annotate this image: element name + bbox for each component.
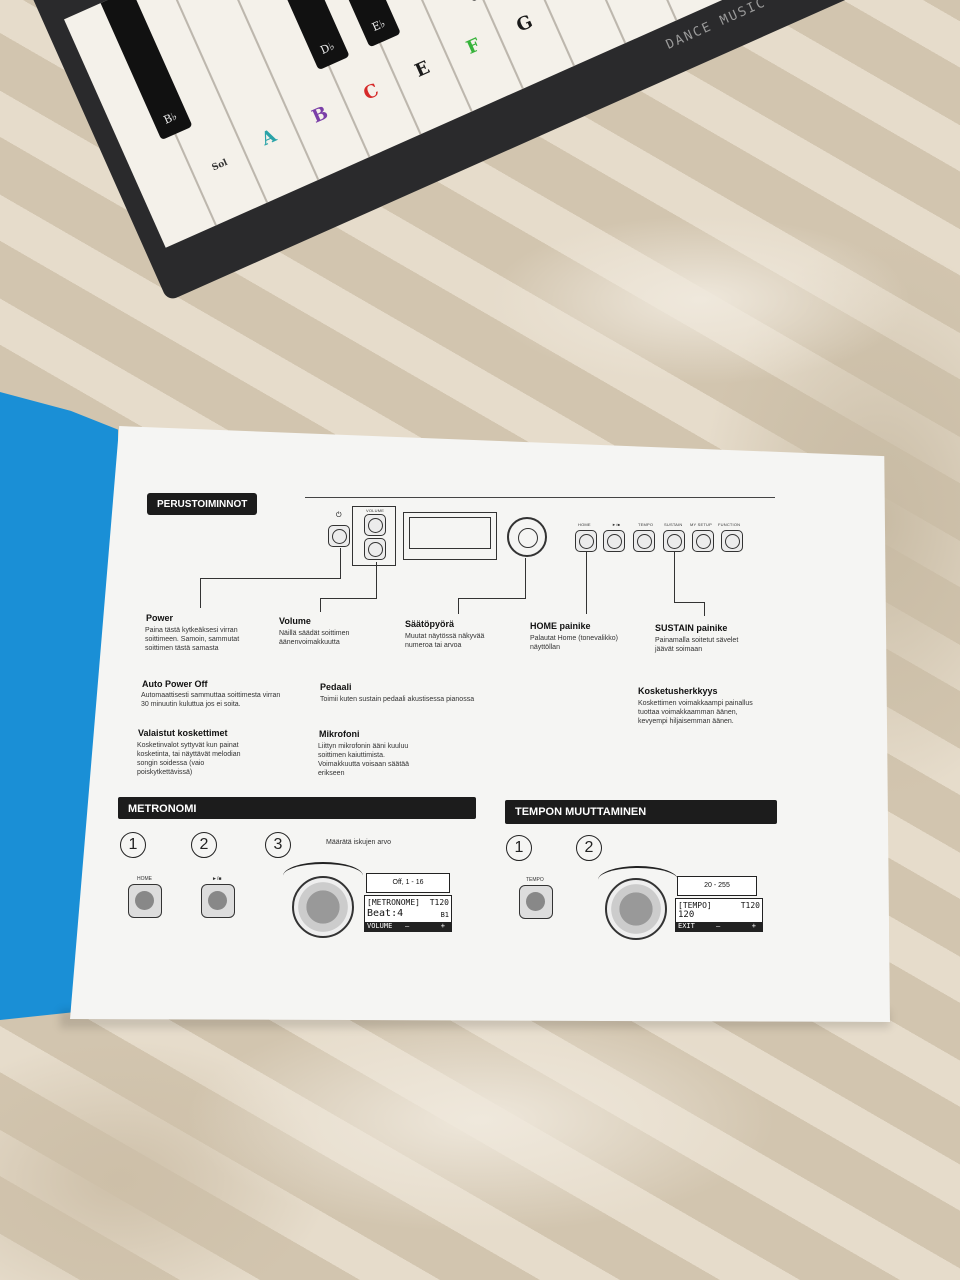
- lcd-bar-mid: –: [716, 922, 721, 930]
- volume-up-button: [364, 514, 386, 536]
- sustain-button: [663, 530, 685, 552]
- home-caption: HOME: [137, 876, 152, 882]
- lcd-line2: 120: [678, 910, 695, 920]
- connector-line: [525, 558, 526, 598]
- connector-line: [320, 598, 377, 599]
- tempo-button: [633, 530, 655, 552]
- power-title: Power: [146, 613, 174, 623]
- step3-caption: Määrätä iskujen arvo: [326, 839, 391, 846]
- volume-body: Näillä säädät soittimen äänenvoimakkuutt…: [279, 630, 350, 646]
- connector-line: [340, 548, 341, 578]
- home-button: [575, 530, 597, 552]
- connector-line: [320, 598, 321, 612]
- tempo-caption: TEMPO: [526, 877, 544, 883]
- connector-line: [200, 578, 201, 608]
- dial-title: Säätöpyörä: [405, 619, 455, 629]
- play-stop-button-hand: [201, 884, 235, 918]
- lcd-softkey-bar: EXIT – +: [676, 922, 762, 931]
- step-number: 1: [506, 835, 532, 861]
- my-setup-label: MY SETUP: [690, 522, 712, 527]
- connector-line: [200, 578, 341, 579]
- lcd-bar-right: +: [751, 922, 756, 930]
- power-button: [328, 525, 350, 547]
- sustain-title: SUSTAIN painike: [655, 623, 728, 633]
- lcd-line1-right: T120: [740, 901, 760, 910]
- tempo-label: TEMPO: [638, 522, 654, 527]
- pedal-body: Toimii kuten sustain pedaali akustisessa…: [320, 696, 475, 703]
- sustain-body: Painamalla soitetut sävelet jäävät soima…: [655, 637, 739, 653]
- touch-sensitivity-body: Koskettimen voimakkaampi painallus tuott…: [638, 700, 753, 725]
- lcd-line1-left: [METRONOME]: [367, 898, 420, 907]
- display-diagram: [403, 512, 497, 560]
- connector-line: [586, 552, 587, 614]
- dial-body: Muutat näytössä näkyvää numeroa tai arvo…: [405, 633, 485, 649]
- sustain-label: SUSTAIN: [664, 522, 683, 527]
- range-bubble: Off, 1 - 16: [366, 873, 450, 893]
- microphone-title: Mikrofoni: [319, 729, 360, 739]
- lcd-line1-left: [TEMPO]: [678, 901, 712, 910]
- lcd-bar-left: VOLUME: [367, 922, 393, 930]
- connector-line: [376, 562, 377, 598]
- dial-hand-illustration: [605, 878, 667, 940]
- power-icon: ⏻: [336, 512, 342, 519]
- lcd-bar-left: EXIT: [678, 922, 695, 930]
- connector-line: [704, 602, 705, 616]
- volume-down-button: [364, 538, 386, 560]
- function-button: [721, 530, 743, 552]
- step-number: 2: [576, 835, 602, 861]
- touch-sensitivity-title: Kosketusherkkyys: [638, 686, 718, 696]
- dial-hand-illustration: [292, 876, 354, 938]
- step-number: 1: [120, 832, 146, 858]
- auto-power-off-title: Auto Power Off: [142, 679, 208, 689]
- volume-group: [352, 506, 396, 566]
- my-setup-button: [692, 530, 714, 552]
- home-body: Palautat Home (tonevalikko) näyttöllan: [530, 635, 618, 651]
- section-tag-metronome: METRONOMI: [118, 797, 476, 819]
- lcd-bar-right: +: [440, 922, 445, 930]
- volume-title: Volume: [279, 616, 311, 626]
- rotate-arrow-icon: [283, 862, 363, 890]
- volume-label: VOLUME: [366, 508, 385, 513]
- metronome-lcd: [METRONOME] T120 Beat:4 B1 VOLUME – +: [364, 895, 452, 932]
- step-number: 3: [265, 832, 291, 858]
- home-title: HOME painike: [530, 621, 591, 631]
- play-stop-button: [603, 530, 625, 552]
- section-tag-tempo: TEMPON MUUTTAMINEN: [505, 800, 777, 824]
- tempo-lcd: [TEMPO] T120 120 EXIT – +: [675, 898, 763, 932]
- lcd-line2: Beat:4: [367, 908, 404, 919]
- tempo-button-hand: [519, 885, 553, 919]
- lcd-bar-mid: –: [405, 922, 410, 930]
- lcd-line2-right: B1: [440, 911, 449, 919]
- auto-power-off-body: Automaattisesti sammuttaa soittimesta vi…: [141, 692, 281, 708]
- lcd-line1-right: T120: [429, 898, 449, 907]
- rotate-arrow-icon: [598, 866, 678, 894]
- lit-keys-body: Kosketinvalot syttyvät kun painat kosket…: [137, 742, 241, 776]
- control-panel-diagram: [305, 497, 775, 578]
- play-stop-caption: ►/■: [212, 876, 222, 882]
- microphone-body: Liittyn mikrofonin ääni kuuluu soittimen…: [318, 743, 410, 777]
- connector-line: [674, 602, 704, 603]
- lit-keys-title: Valaistut koskettimet: [138, 728, 228, 738]
- lcd-softkey-bar: VOLUME – +: [365, 922, 451, 931]
- home-label: HOME: [578, 522, 591, 527]
- section-tag-basic: PERUSTOIMINNOT: [147, 493, 257, 515]
- connector-line: [674, 552, 675, 602]
- dial-diagram: [507, 517, 547, 557]
- home-button-hand: [128, 884, 162, 918]
- play-stop-label: ►/■: [612, 522, 621, 527]
- connector-line: [458, 598, 526, 599]
- pedal-title: Pedaali: [320, 682, 352, 692]
- range-bubble: 20 - 255: [677, 876, 757, 896]
- function-label: FUNCTION: [718, 522, 741, 527]
- step-number: 2: [191, 832, 217, 858]
- connector-line: [458, 598, 459, 614]
- power-body: Paina tästä kytkeäksesi virran soittimee…: [145, 627, 240, 652]
